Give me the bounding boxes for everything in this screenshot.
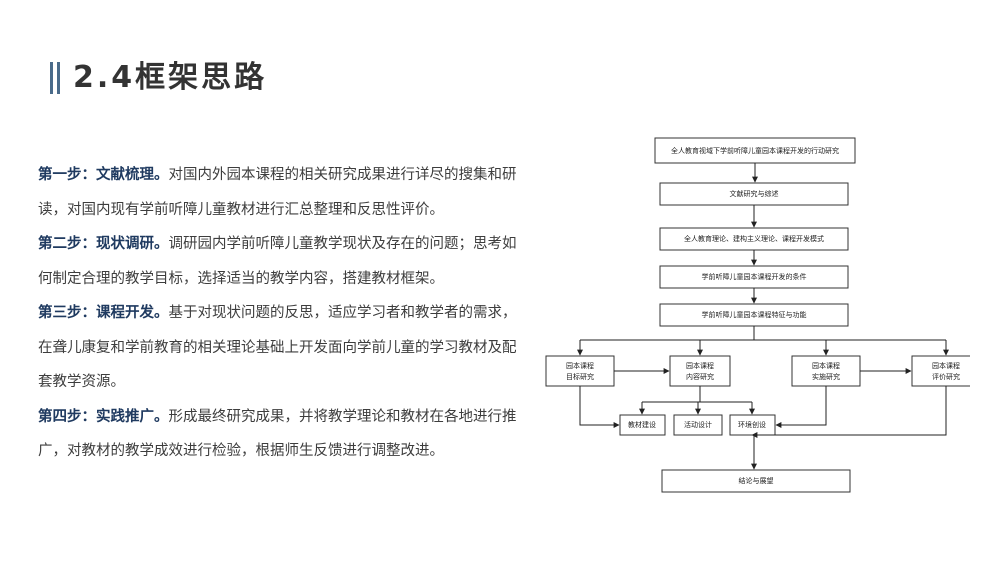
flow-label-features: 学前听障儿童园本课程特征与功能 (702, 310, 807, 319)
flow-label-content-line2: 内容研究 (686, 372, 714, 381)
step-heading: 第一步：文献梳理。 (38, 167, 169, 183)
flow-arrow (751, 386, 947, 438)
flow-label-conditions: 学前听障儿童园本课程开发的条件 (702, 272, 807, 281)
flow-label-evaluation-line1: 园本课程 (932, 361, 960, 370)
flow-label-implementation-line1: 园本课程 (812, 361, 840, 370)
flow-label-literature: 文献研究与综述 (730, 189, 779, 198)
flow-box-conclusion (661, 469, 851, 493)
flow-box-goal-research (545, 355, 615, 387)
flow-label-materials: 教材建设 (628, 420, 656, 429)
flow-label-goal-line2: 目标研究 (566, 372, 594, 381)
step-text: 调研园内学前听障儿童教学现状及存在的问题；思考如何制定合理的教学目标，选择适当的… (38, 236, 517, 287)
step-1: 第一步：文献梳理。对国内外园本课程的相关研究成果进行详尽的搜集和研读，对国内现有… (38, 158, 528, 227)
flow-label-evaluation-line2: 评价研究 (932, 372, 960, 381)
flow-label-top: 全人教育视域下学前听障儿童园本课程开发的行动研究 (671, 146, 839, 155)
flow-box-evaluation-research (911, 355, 970, 387)
flow-label-activities: 活动设计 (684, 420, 712, 429)
step-text: 对国内外园本课程的相关研究成果进行详尽的搜集和研读，对国内现有学前听障儿童教材进… (38, 167, 517, 218)
steps-list: 第一步：文献梳理。对国内外园本课程的相关研究成果进行详尽的搜集和研读，对国内现有… (38, 158, 528, 469)
flow-label-theory: 全人教育理论、建构主义理论、课程开发模式 (684, 234, 824, 243)
flow-box-content-research (669, 355, 731, 387)
title-accent-bar (57, 62, 60, 94)
step-3: 第三步：课程开发。基于对现状问题的反思，适应学习者和教学者的需求，在聋儿康复和学… (38, 296, 528, 400)
flow-arrow (579, 386, 620, 428)
flow-label-goal-line1: 园本课程 (566, 361, 594, 370)
flow-label-conclusion: 结论与展望 (739, 476, 774, 485)
step-text: 形成最终研究成果，并将教学理论和教材在各地进行推广，对教材的教学成效进行检验，根… (38, 408, 517, 460)
research-flowchart: 全人教育视域下学前听障儿童园本课程开发的行动研究 文献研究与综述 全人教育理论、… (545, 137, 970, 493)
step-heading: 第四步：实践推广。 (38, 408, 169, 425)
step-heading: 第三步：课程开发。 (38, 305, 169, 321)
flow-box-materials (619, 414, 666, 436)
page-title: 2.4框架思路 (73, 60, 268, 95)
flow-label-implementation-line2: 实施研究 (812, 372, 840, 381)
flow-box-activities (673, 414, 723, 436)
step-heading: 第二步：现状调研。 (38, 236, 169, 252)
step-text: 基于对现状问题的反思，适应学习者和教学者的需求，在聋儿康复和学前教育的相关理论基… (38, 305, 517, 390)
flow-arrow (775, 386, 827, 428)
flow-box-top (654, 137, 856, 164)
step-4: 第四步：实践推广。形成最终研究成果，并将教学理论和教材在各地进行推广，对教材的教… (38, 400, 528, 469)
step-2: 第二步：现状调研。调研园内学前听障儿童教学现状及存在的问题；思考如何制定合理的教… (38, 227, 528, 296)
title-accent-bar (50, 62, 53, 94)
flow-box-implementation-research (791, 355, 861, 387)
flow-label-content-line1: 园本课程 (686, 361, 714, 370)
flow-label-environment: 环境创设 (738, 420, 766, 429)
